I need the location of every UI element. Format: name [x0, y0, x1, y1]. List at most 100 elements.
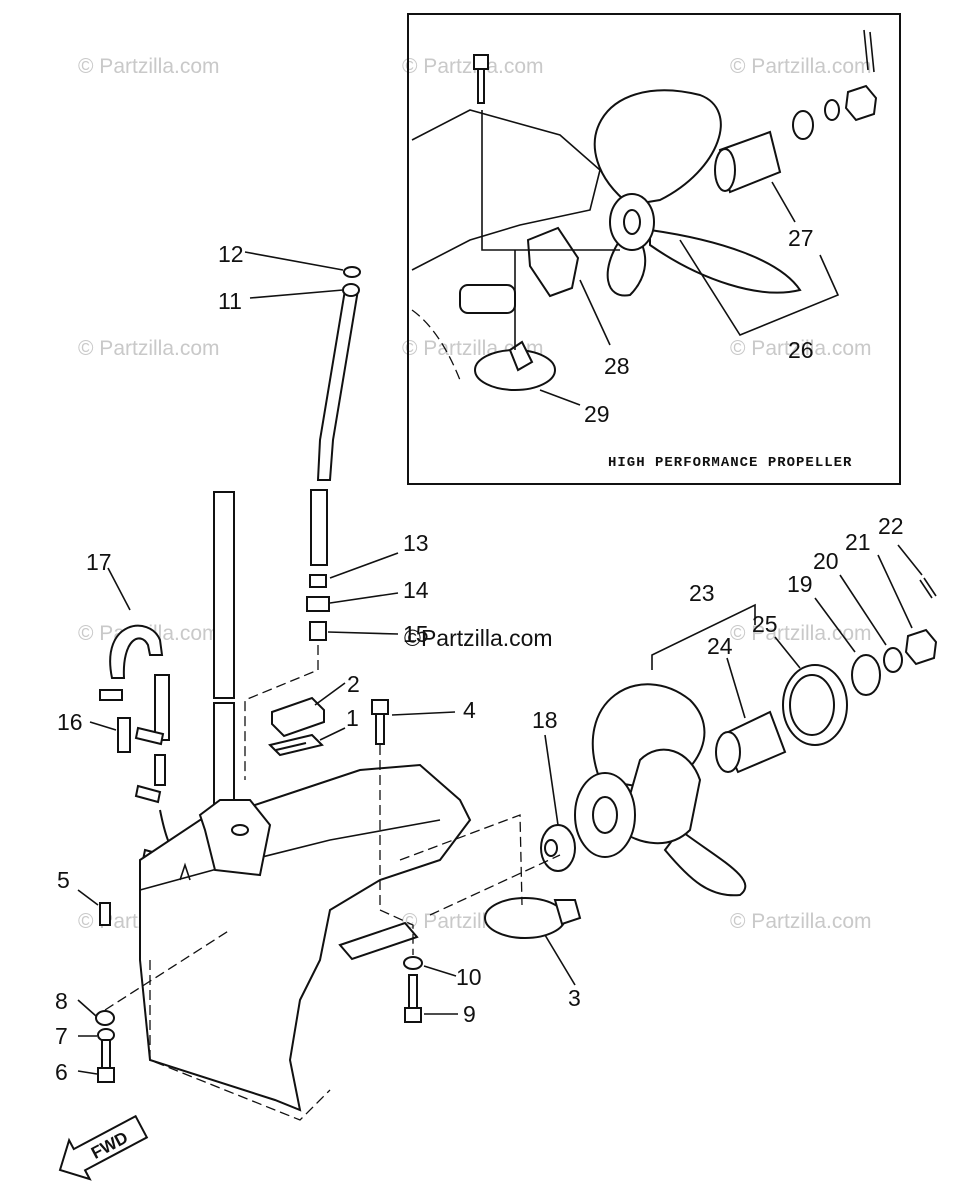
drive-shaft-lower	[213, 702, 235, 809]
callouts-main: 2 1 3 4 5 6 7 8 9 10 11 12 13 14 15 16 1…	[55, 241, 904, 1085]
pad-1	[268, 733, 324, 757]
inset-leader	[481, 110, 620, 251]
leader-13	[329, 552, 399, 579]
leader-21	[877, 554, 913, 629]
bolt-4	[371, 699, 389, 745]
callout-8: 8	[55, 988, 68, 1014]
leader-15	[327, 631, 399, 635]
washer-8	[95, 1010, 115, 1026]
gearcase-edge	[139, 819, 441, 891]
leader-6	[77, 1070, 98, 1075]
leader-3	[544, 934, 576, 986]
inset-gearcase-outline	[411, 109, 601, 271]
leader-24	[726, 657, 746, 719]
pad-2	[271, 696, 325, 738]
inset-gearcase-hidden-line	[411, 309, 461, 381]
callout-7: 7	[55, 1023, 68, 1049]
hose-bend	[109, 624, 164, 679]
callout-14: 14	[403, 577, 429, 603]
callout-21: 21	[845, 529, 871, 555]
water-pump-base	[198, 799, 272, 877]
leader-5	[77, 889, 99, 906]
water-tube-upper	[316, 289, 360, 481]
callout-13: 13	[403, 530, 429, 556]
hidden-line	[104, 929, 231, 1011]
drive-shaft	[213, 491, 235, 809]
lower-unit-gearcase	[139, 763, 472, 1121]
callout-11: 11	[218, 288, 242, 314]
leader-29	[539, 389, 581, 406]
tube-cap	[343, 266, 361, 278]
leader-18	[544, 734, 559, 826]
callout-17: 17	[86, 549, 112, 575]
callout-25: 25	[752, 611, 778, 637]
pads	[268, 682, 346, 757]
callout-15: 15	[403, 621, 429, 647]
leader-8	[77, 999, 97, 1017]
leader-27	[771, 181, 796, 223]
callout-22: 22	[878, 513, 904, 539]
water-tube-assembly	[244, 251, 399, 780]
callout-26: 26	[788, 337, 814, 363]
fwd-arrow: FWD	[58, 1114, 149, 1181]
callout-3: 3	[568, 985, 581, 1011]
washer-19	[851, 654, 881, 696]
callout-2: 2	[347, 671, 360, 697]
trim-tab-fin	[553, 899, 582, 926]
grease-fitting	[179, 862, 191, 881]
leader-26	[679, 239, 840, 336]
callout-10: 10	[456, 964, 482, 990]
watermark: © Partzilla.com	[78, 337, 220, 360]
inset-washer	[792, 110, 814, 140]
watermark: © Partzilla.com	[402, 55, 544, 78]
clip	[134, 784, 162, 804]
grommet-14	[306, 596, 330, 612]
watermark: © Partzilla.com	[730, 910, 872, 933]
inset-prop-blade-lower	[606, 239, 647, 297]
nipple	[154, 754, 166, 786]
inset-propshaft	[459, 284, 516, 314]
water-tube-lower	[310, 489, 328, 566]
callout-12: 12	[218, 241, 244, 267]
seal-13	[309, 574, 327, 588]
bushing-inner	[789, 674, 835, 736]
leader-22	[897, 544, 923, 576]
leader-14	[329, 592, 399, 604]
washer-10	[403, 956, 423, 970]
washer-20	[883, 647, 903, 673]
inset-prop-nut	[844, 84, 878, 122]
leader-23	[651, 603, 756, 670]
callout-27: 27	[788, 225, 814, 251]
prop-nut-21	[904, 628, 938, 666]
hidden-line	[429, 854, 561, 916]
inset-spacer-end	[714, 148, 736, 192]
hidden-line	[399, 814, 523, 906]
clip	[99, 689, 123, 701]
propeller-shaft	[338, 921, 419, 961]
fitting-16	[117, 717, 131, 753]
holder-15	[309, 621, 327, 641]
watermark-layer: © Partzilla.com © Partzilla.com © Partzi…	[78, 55, 872, 933]
leader-1	[319, 727, 346, 741]
inset-bolt	[473, 54, 489, 104]
callout-16: 16	[57, 709, 83, 735]
leader-2	[314, 682, 346, 706]
watermark-main: ©Partzilla.com	[404, 625, 553, 651]
spacer-end	[715, 731, 741, 773]
callout-9: 9	[463, 1001, 476, 1027]
watermark: © Partzilla.com	[730, 55, 872, 78]
inset-cotter-pin	[863, 29, 875, 73]
prop-hub-bore	[592, 796, 618, 834]
leader-12	[244, 251, 344, 271]
inset-washer-small	[824, 99, 840, 121]
hidden-line	[379, 745, 414, 955]
callout-18: 18	[532, 707, 558, 733]
propeller-assembly	[399, 544, 938, 986]
inset-prop-blade-upper	[593, 89, 722, 207]
inset-prop-hub-bore	[623, 209, 641, 235]
gearcase-body	[139, 763, 472, 1112]
callout-4: 4	[463, 697, 476, 723]
callout-23: 23	[689, 580, 715, 606]
hose-assembly	[89, 567, 181, 868]
clip	[134, 726, 165, 746]
